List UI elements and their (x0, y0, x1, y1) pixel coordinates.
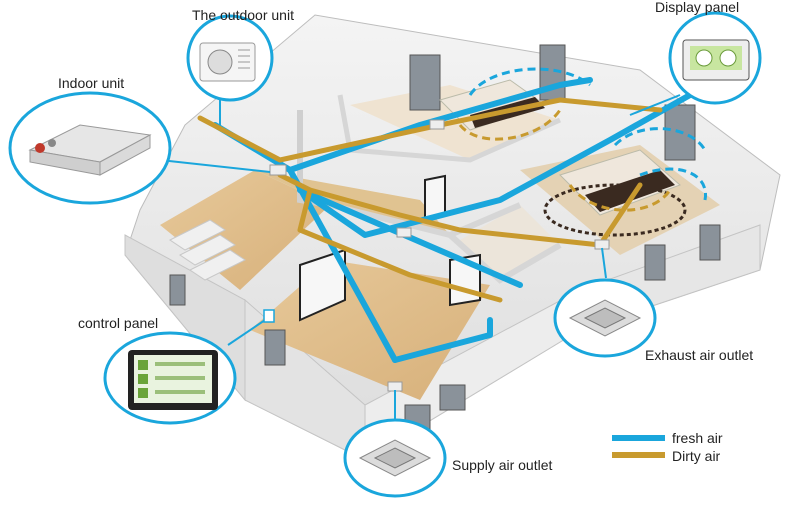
ceiling-outlets (269, 119, 610, 392)
label-supply-outlet: Supply air outlet (452, 457, 553, 473)
label-indoor-unit: Indoor unit (58, 75, 124, 91)
callout-exhaust-outlet (553, 247, 657, 358)
callout-outdoor-unit (186, 14, 274, 125)
floor-small-room (460, 205, 560, 280)
staircase (169, 219, 246, 281)
callout-indoor-unit (8, 91, 271, 205)
legend-label-dirty-air: Dirty air (672, 448, 721, 464)
legend-label-fresh-air: fresh air (672, 430, 723, 446)
bed-right-room (543, 149, 687, 237)
partition-walls-3 (447, 232, 562, 284)
windows (169, 44, 721, 431)
label-outdoor-unit: The outdoor unit (192, 7, 294, 23)
label-display-panel: Display panel (655, 0, 739, 15)
legend: fresh air Dirty air (612, 430, 723, 464)
callout-display-panel (629, 11, 762, 116)
callout-supply-outlet (343, 390, 447, 498)
label-control-panel: control panel (78, 315, 158, 331)
label-exhaust-outlet: Exhaust air outlet (645, 347, 753, 363)
partition-walls-4 (337, 94, 562, 163)
dirty-air-ducts (197, 97, 663, 303)
floor-left-room (160, 170, 330, 290)
callout-control-panel (103, 309, 275, 425)
airflow-arrows (458, 67, 708, 212)
